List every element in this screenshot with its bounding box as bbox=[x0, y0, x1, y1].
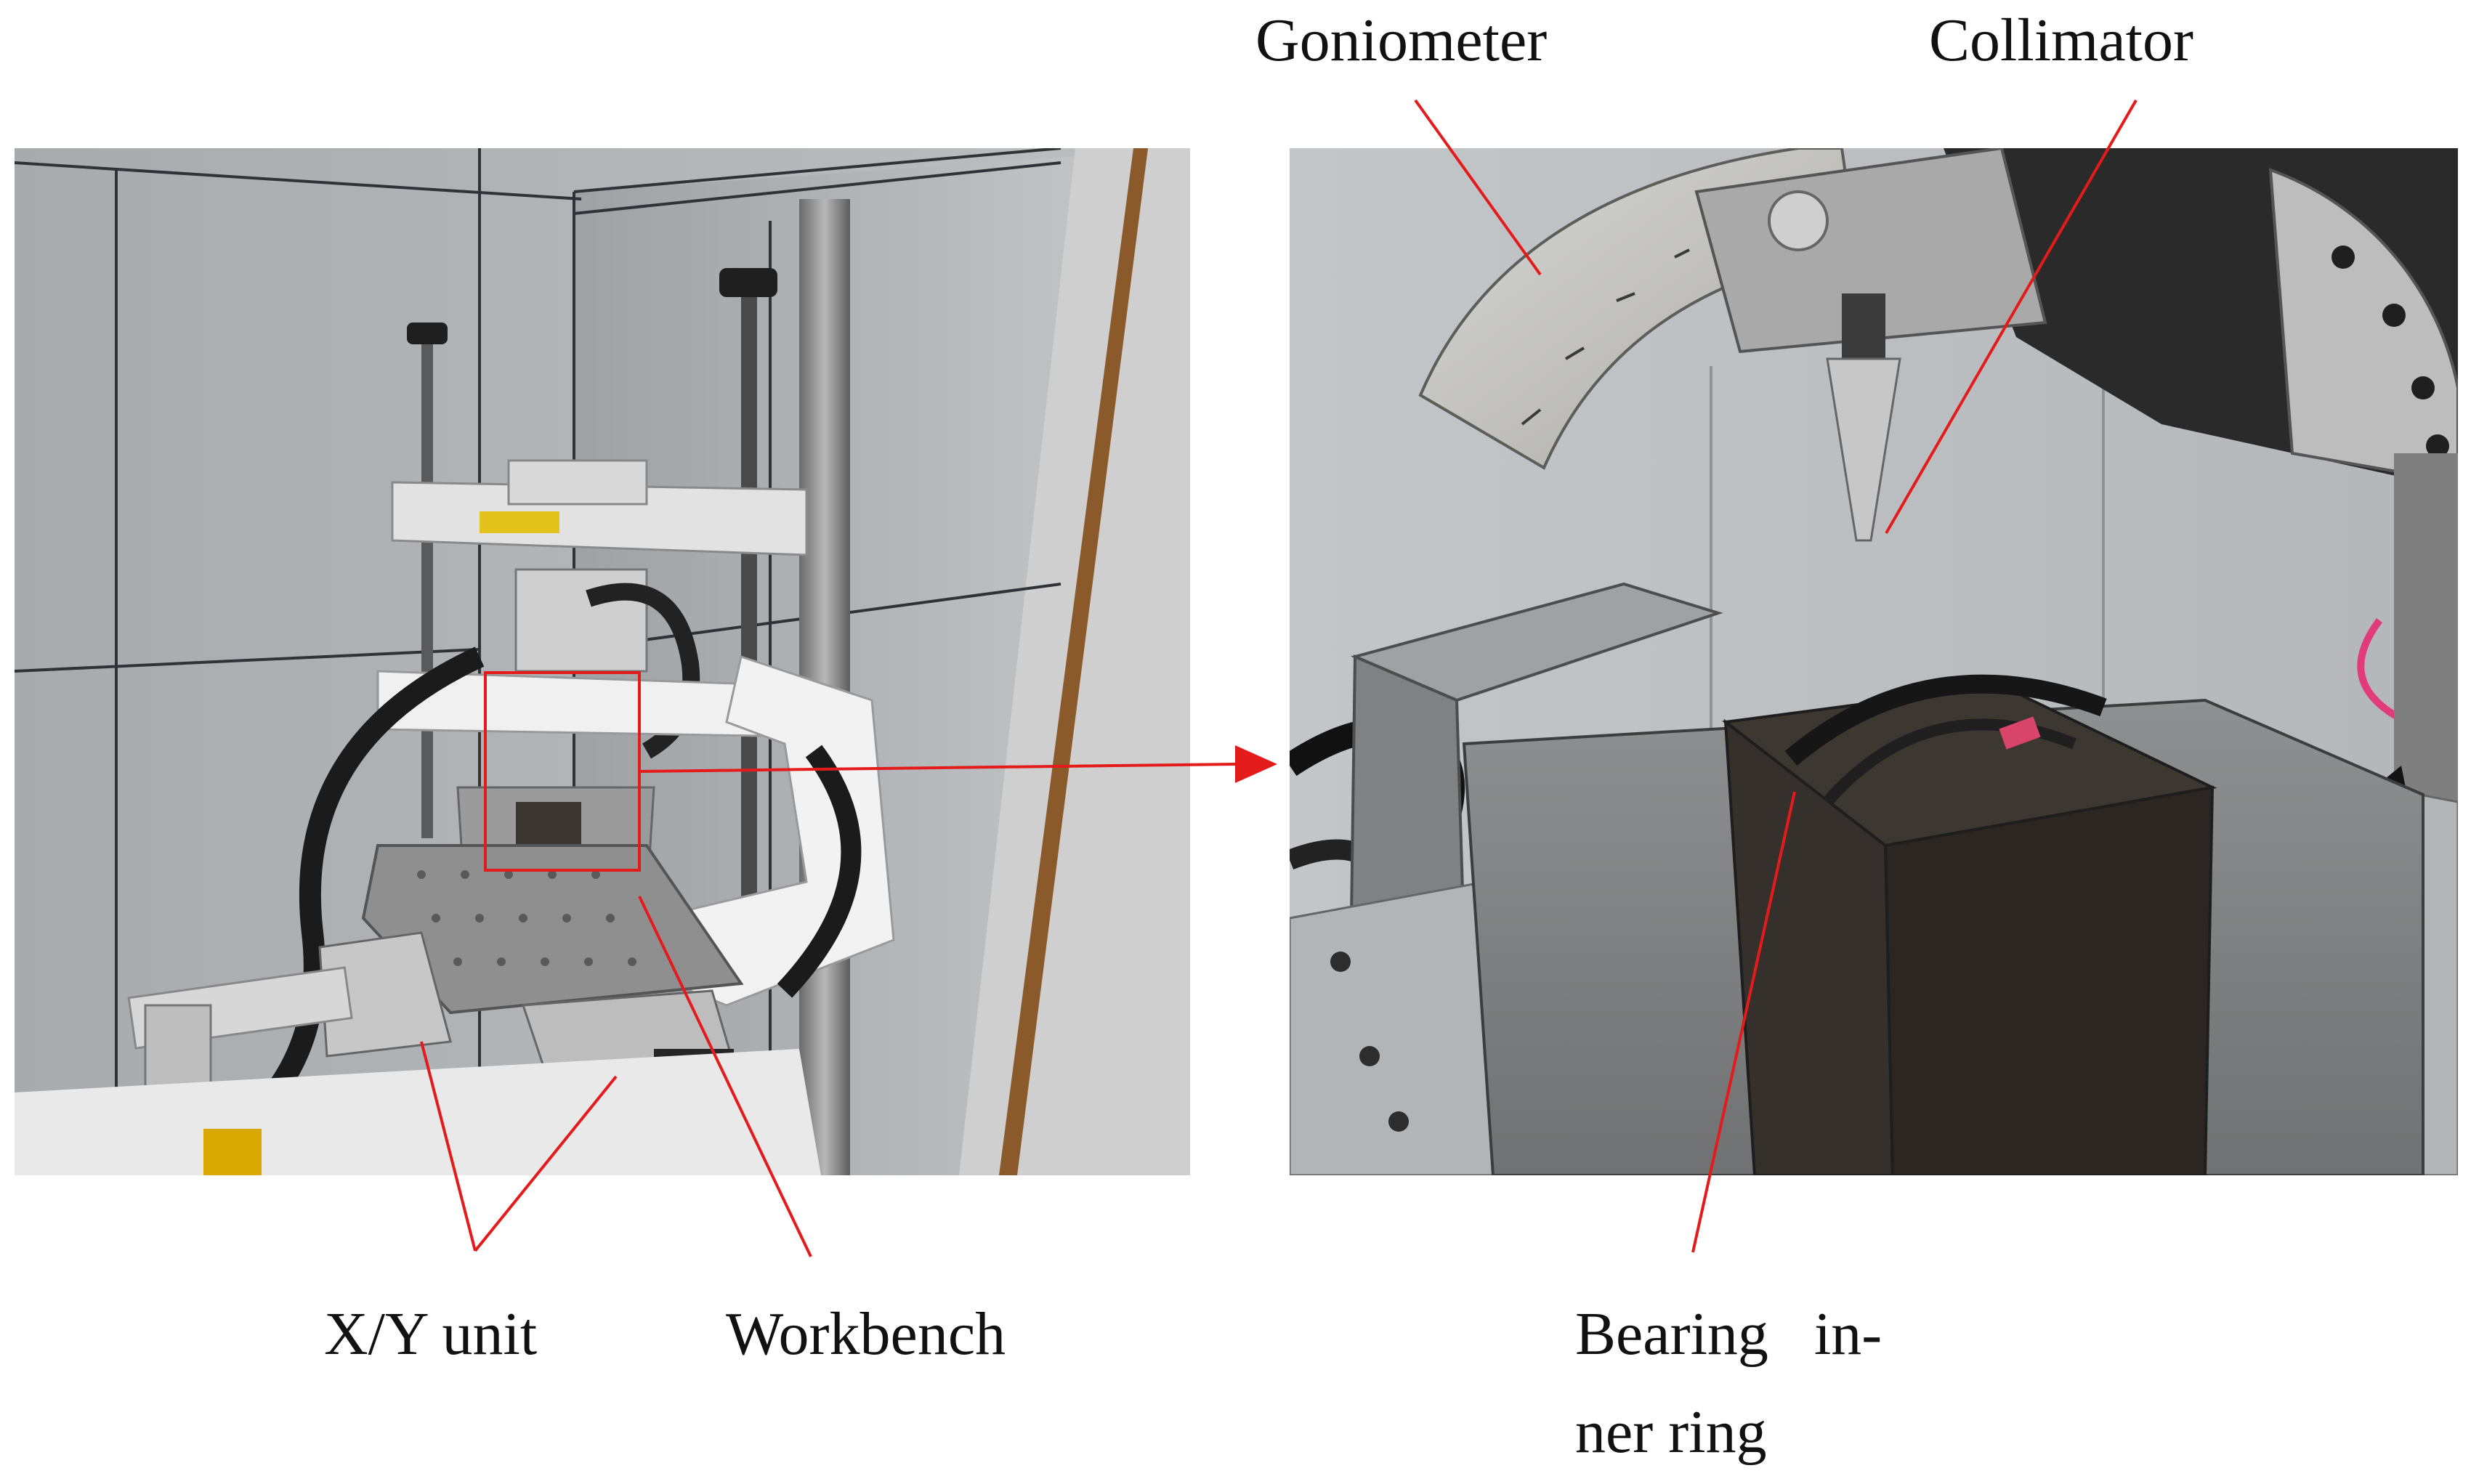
workbench-label: Workbench bbox=[726, 1300, 1006, 1368]
bearing-label-line2: ner ring bbox=[1575, 1398, 1767, 1466]
closeup-photo bbox=[1290, 148, 2458, 1175]
goniometer-label: Goniometer bbox=[1255, 7, 1548, 74]
setup-photo bbox=[15, 148, 1190, 1175]
collimator-label: Collimator bbox=[1929, 7, 2193, 74]
closeup-photo-graphic bbox=[1290, 148, 2458, 1175]
bearing-label-line1: Bearing in- bbox=[1575, 1300, 1882, 1368]
setup-photo-graphic bbox=[15, 148, 1190, 1175]
xy-unit-label: X/Y unit bbox=[324, 1300, 538, 1368]
arrowhead-right-icon bbox=[1235, 745, 1277, 783]
